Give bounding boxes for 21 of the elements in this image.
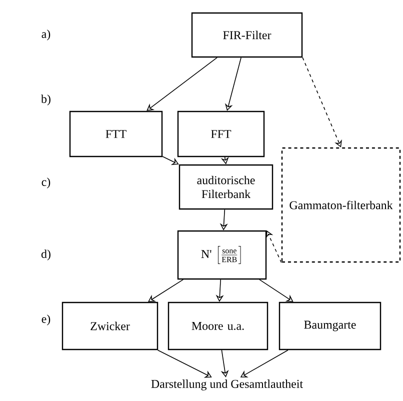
process-box: FFT (177, 110, 265, 158)
arrow (302, 57, 342, 148)
step-label: a) (42, 30, 50, 40)
process-box: FIR-Filter (191, 12, 303, 58)
arrow (146, 57, 218, 111)
arrow (162, 156, 179, 165)
process-box: N' $\left[\frac{\mathrm{sone}}{\mathrm{ERB}}\right]$ (177, 230, 267, 280)
step-label: b) (41, 94, 50, 106)
process-box: Zwicker (62, 302, 158, 350)
filter-box: Gammaton-filterbank (281, 147, 401, 263)
process-box: auditorische Filterbank (178, 164, 274, 210)
step-label: d) (41, 250, 50, 260)
arrow (259, 279, 294, 302)
caption-text: Darstellung und Gesamtlautheit (151, 380, 303, 390)
process-box: Moore u.a. (168, 302, 268, 350)
process-box: FTT (69, 110, 163, 158)
step-label: e) (42, 314, 50, 326)
process-box: Baumgarte (278, 302, 382, 350)
step-label: c) (42, 178, 50, 188)
arrow (157, 350, 212, 378)
arrow (148, 279, 184, 302)
